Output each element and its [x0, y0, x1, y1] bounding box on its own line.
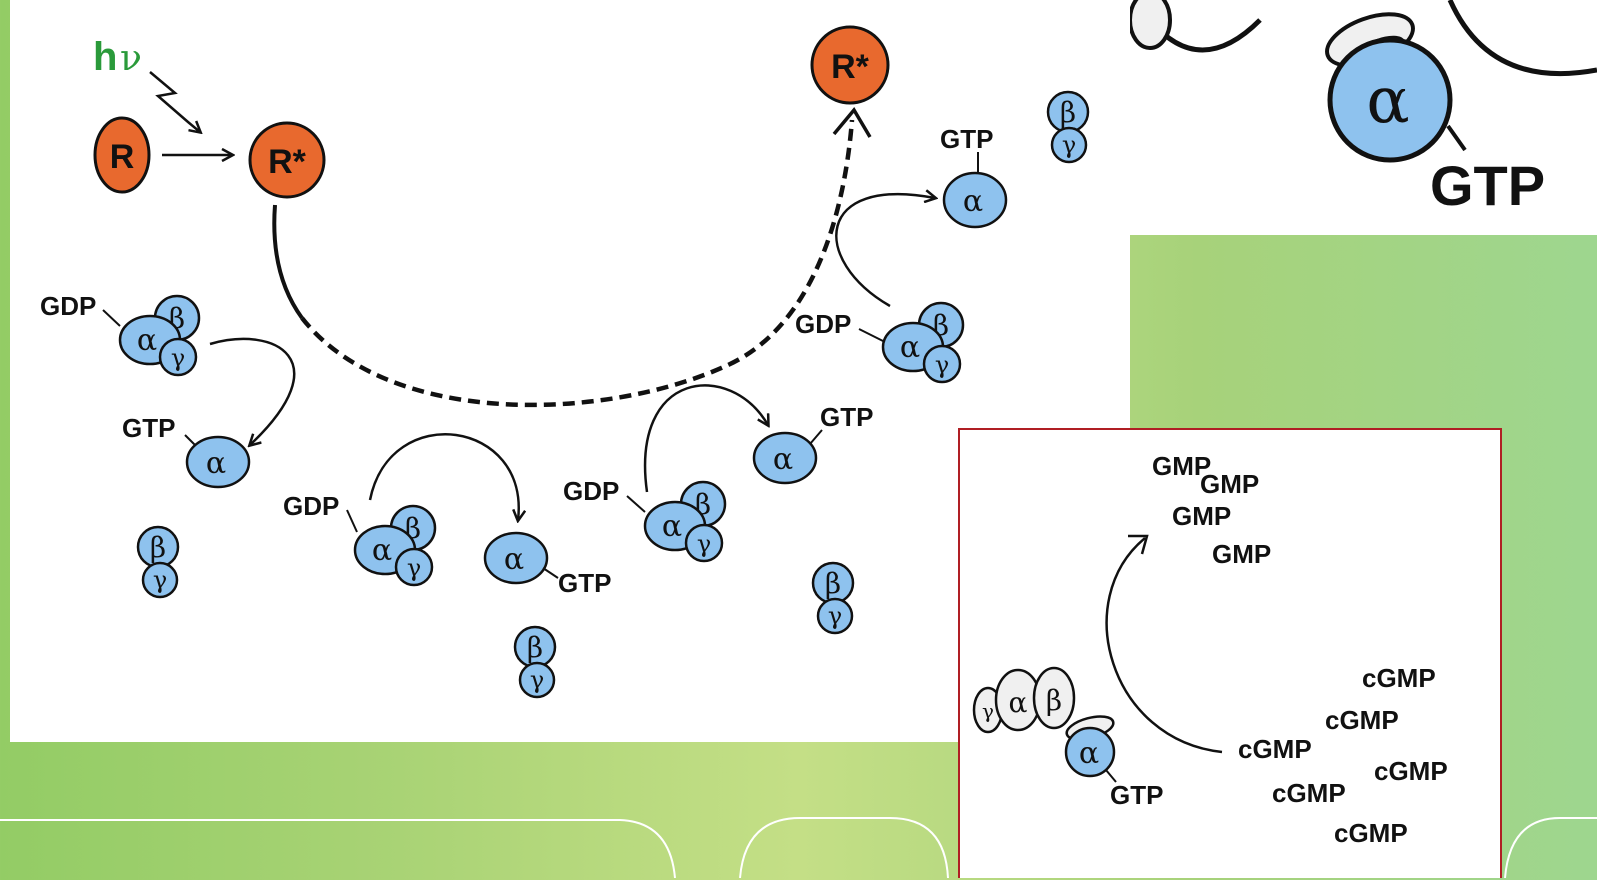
gmp-4: GMP: [1212, 539, 1271, 569]
photon-h: h: [93, 35, 117, 79]
svg-text:γ: γ: [935, 351, 949, 379]
gmp-3: GMP: [1172, 501, 1231, 531]
svg-text:γ: γ: [153, 566, 167, 594]
trimer-2-gdp: GDP: [283, 491, 339, 521]
active-receptor-right-label: R*: [831, 48, 870, 86]
active-receptor-right: [810, 25, 890, 105]
svg-text:α: α: [773, 442, 793, 477]
main-cascade-panel: h ν R R* R* GDP β α γ GDP β α γ GDP β: [10, 0, 1130, 742]
svg-text:γ: γ: [982, 699, 994, 723]
decor-arc: [739, 817, 949, 878]
svg-text:γ: γ: [697, 530, 711, 558]
svg-text:α: α: [206, 446, 226, 481]
beta-gamma-4: β γ: [1046, 90, 1090, 164]
zoom-gtp-label: GTP: [1430, 154, 1545, 217]
alpha-gtp-2: α GTP: [483, 531, 611, 598]
main-cascade-diagram: h ν R R* R* GDP β α γ GDP β α γ GDP β: [40, 25, 1090, 699]
zoomed-alpha-gtp: α GTP: [1130, 0, 1597, 217]
svg-text:α: α: [372, 533, 392, 568]
beta-gamma-1: β γ: [136, 525, 180, 599]
trimer-4-gdp: GDP: [795, 309, 851, 339]
svg-text:GTP: GTP: [558, 568, 611, 598]
trimer-2: GDP β α γ: [283, 491, 437, 587]
svg-text:β: β: [1060, 96, 1076, 129]
svg-text:α: α: [1009, 686, 1028, 719]
gmp-2: GMP: [1200, 469, 1259, 499]
effector-diagram: GMP GMP GMP GMP cGMP cGMP cGMP cGMP cGMP…: [972, 451, 1448, 848]
receptor-path-solid: [272, 204, 304, 320]
zoom-inset-top: α GTP: [1130, 0, 1597, 235]
svg-text:γ: γ: [171, 344, 185, 372]
svg-text:γ: γ: [407, 554, 421, 582]
zoom-alpha-label: α: [1366, 64, 1409, 138]
svg-text:α: α: [900, 330, 920, 365]
trimer-3: GDP β α γ: [563, 476, 727, 563]
outline-rope: [1447, 0, 1597, 77]
beta-gamma-3: β γ: [811, 561, 855, 635]
hydrolysis-arrowhead: [1128, 534, 1149, 555]
decor-arc-right: [1504, 817, 1597, 878]
trimer-3-gdp: GDP: [563, 476, 619, 506]
transfer-arrow-4: [835, 194, 935, 308]
svg-text:GTP: GTP: [122, 413, 175, 443]
receptor-path-dashed: [300, 119, 855, 408]
decor-line: [0, 819, 676, 878]
svg-text:β: β: [150, 531, 166, 564]
cgmp-3: cGMP: [1238, 734, 1312, 764]
beta-gamma-2: β γ: [513, 625, 557, 699]
cgmp-6: cGMP: [1334, 818, 1408, 848]
trimer-4: GDP β α γ: [795, 301, 965, 384]
svg-text:γ: γ: [828, 602, 842, 630]
photon-nu: ν: [120, 38, 142, 79]
receptor-path-arrowhead: [832, 106, 872, 138]
active-receptor-left-label: R*: [268, 143, 307, 181]
effector-alpha-subunit: [1064, 726, 1116, 778]
svg-text:α: α: [1079, 736, 1099, 771]
alpha-gtp-4: GTP α: [940, 124, 1008, 229]
svg-text:α: α: [504, 542, 524, 577]
svg-text:GTP: GTP: [940, 124, 993, 154]
svg-text:α: α: [662, 509, 682, 544]
svg-text:GTP: GTP: [820, 402, 873, 432]
receptor-r: [93, 116, 151, 194]
active-receptor-left: [248, 121, 326, 199]
svg-text:β: β: [1046, 684, 1062, 717]
alpha-gtp-1: GTP α: [122, 413, 251, 489]
trimer-1-gdp: GDP: [40, 291, 96, 321]
zoom-alpha-subunit: [1327, 37, 1453, 163]
trimer-1: GDP β α γ: [40, 291, 201, 377]
effector-inset: GMP GMP GMP GMP cGMP cGMP cGMP cGMP cGMP…: [958, 428, 1502, 878]
receptor-r-label: R: [110, 138, 135, 176]
cgmp-4: cGMP: [1374, 756, 1448, 786]
photon-zigzag-arrow: [149, 71, 200, 132]
svg-text:α: α: [963, 184, 983, 219]
svg-text:β: β: [527, 631, 543, 664]
svg-text:α: α: [137, 323, 157, 358]
transfer-arrow-2: [368, 433, 519, 520]
hydrolysis-arrow: [1105, 537, 1223, 754]
alpha-gtp-3: α GTP: [752, 402, 873, 485]
cgmp-2: cGMP: [1325, 705, 1399, 735]
effector-gtp: GTP: [1110, 780, 1163, 810]
gmp-1: GMP: [1152, 451, 1211, 481]
effector-complex: γ α β α GTP: [972, 666, 1163, 810]
cgmp-5: cGMP: [1272, 778, 1346, 808]
transfer-arrow-1: [209, 337, 296, 445]
svg-text:γ: γ: [1062, 131, 1076, 159]
svg-text:γ: γ: [530, 666, 544, 694]
transfer-arrow-3: [643, 384, 768, 493]
cgmp-1: cGMP: [1362, 663, 1436, 693]
svg-text:β: β: [825, 567, 841, 600]
